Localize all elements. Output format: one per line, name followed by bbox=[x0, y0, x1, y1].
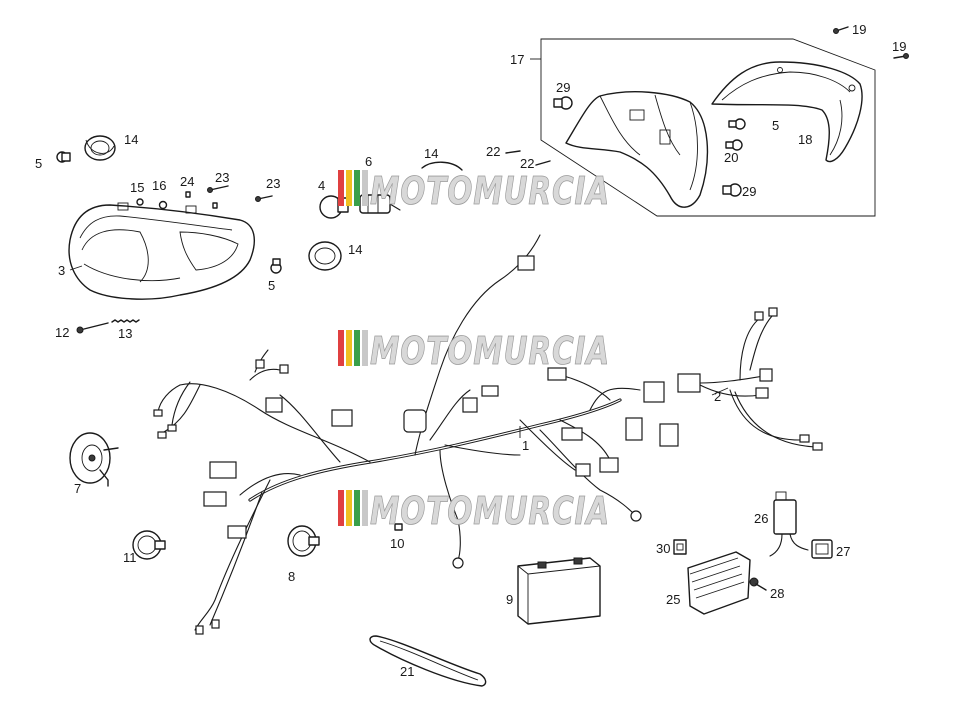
fastener-16 bbox=[158, 200, 168, 210]
fuse-10 bbox=[394, 523, 403, 531]
clamp-11 bbox=[132, 530, 166, 560]
callout-29-top: 29 bbox=[556, 80, 570, 95]
watermark-stripe bbox=[362, 490, 368, 526]
watermark-stripe bbox=[346, 170, 352, 206]
spring-13 bbox=[111, 319, 140, 323]
watermark-text: MOTOMURCIA bbox=[370, 489, 610, 533]
bulb-5-lower bbox=[270, 258, 282, 274]
bulb-holder-14-top bbox=[421, 161, 463, 171]
bulb-holder-14-left bbox=[84, 135, 116, 161]
callout-14-left: 14 bbox=[124, 132, 138, 147]
headlight-3 bbox=[68, 202, 256, 300]
bulb-holder-14-center bbox=[308, 241, 342, 271]
watermark-middle: MOTOMURCIA bbox=[338, 329, 610, 373]
screw-22-b bbox=[535, 160, 551, 166]
callout-18: 18 bbox=[798, 132, 812, 147]
callout-6: 6 bbox=[365, 154, 372, 169]
callout-25: 25 bbox=[666, 592, 680, 607]
battery-9 bbox=[517, 557, 601, 625]
callout-19-b: 19 bbox=[892, 39, 906, 54]
bulb-20 bbox=[725, 139, 743, 151]
callout-16: 16 bbox=[152, 178, 166, 193]
relay-26 bbox=[769, 491, 809, 557]
bulb-29-top bbox=[553, 96, 573, 110]
screw-19-b bbox=[893, 53, 909, 59]
screw-23-b bbox=[255, 195, 273, 202]
callout-22-a: 22 bbox=[486, 144, 500, 159]
watermark-stripe bbox=[354, 490, 360, 526]
callout-2: 2 bbox=[714, 389, 721, 404]
callout-3: 3 bbox=[58, 263, 65, 278]
watermark-stripe bbox=[346, 490, 352, 526]
callout-13: 13 bbox=[118, 326, 132, 341]
watermark-stripe bbox=[362, 170, 368, 206]
callout-7: 7 bbox=[74, 481, 81, 496]
control-unit-25 bbox=[687, 551, 751, 615]
callout-27: 27 bbox=[836, 544, 850, 559]
callout-28: 28 bbox=[770, 586, 784, 601]
main-wiring-harness-1 bbox=[153, 234, 679, 635]
callout-11: 11 bbox=[123, 550, 137, 565]
callout-1: 1 bbox=[522, 438, 529, 453]
watermark-text: MOTOMURCIA bbox=[370, 329, 610, 373]
callout-10: 10 bbox=[390, 536, 404, 551]
fastener-15 bbox=[136, 198, 144, 206]
watermark-text: MOTOMURCIA bbox=[370, 169, 610, 213]
callout-19-a: 19 bbox=[852, 22, 866, 37]
callout-8: 8 bbox=[288, 569, 295, 584]
watermark-bottom: MOTOMURCIA bbox=[338, 489, 610, 533]
callout-5-rear: 5 bbox=[772, 118, 779, 133]
watermark-stripe bbox=[346, 330, 352, 366]
callout-4: 4 bbox=[318, 178, 325, 193]
watermark-stripe bbox=[338, 490, 344, 526]
horn-7 bbox=[69, 432, 119, 487]
screw-19-a bbox=[833, 26, 849, 34]
callout-26: 26 bbox=[754, 511, 768, 526]
screw-22-a bbox=[505, 150, 521, 154]
fastener-24a bbox=[185, 191, 191, 198]
callout-5-lower: 5 bbox=[268, 278, 275, 293]
watermark-stripe bbox=[338, 170, 344, 206]
leader-lines bbox=[69, 265, 729, 438]
callout-30: 30 bbox=[656, 541, 670, 556]
callout-21: 21 bbox=[400, 664, 414, 679]
callout-14-top: 14 bbox=[424, 146, 438, 161]
watermark-stripe bbox=[354, 170, 360, 206]
watermark-top: MOTOMURCIA bbox=[338, 169, 610, 213]
screw-28 bbox=[749, 577, 767, 591]
callout-22-b: 22 bbox=[520, 156, 534, 171]
callout-29-bottom: 29 bbox=[742, 184, 756, 199]
screw-23-a bbox=[207, 185, 229, 193]
secondary-harness-2 bbox=[677, 307, 823, 451]
watermark-stripe bbox=[362, 330, 368, 366]
clamp-8 bbox=[287, 525, 320, 557]
callout-14-center: 14 bbox=[348, 242, 362, 257]
callout-17: 17 bbox=[510, 52, 524, 67]
bulb-29-bottom bbox=[722, 183, 742, 197]
callout-23-b: 23 bbox=[266, 176, 280, 191]
bulb-5-left bbox=[56, 151, 71, 163]
callout-20: 20 bbox=[724, 150, 738, 165]
watermark-stripe bbox=[338, 330, 344, 366]
strap-21 bbox=[369, 635, 487, 687]
rear-light-assembly-17 bbox=[530, 26, 909, 217]
callout-23-a: 23 bbox=[215, 170, 229, 185]
bracket-30 bbox=[673, 539, 687, 555]
callout-labels: 1 2 3 4 5 5 5 6 7 8 9 10 11 12 13 14 14 … bbox=[35, 22, 906, 679]
callout-15: 15 bbox=[130, 180, 144, 195]
watermark-stripe bbox=[354, 330, 360, 366]
fastener-24b bbox=[212, 202, 218, 209]
callout-5-left: 5 bbox=[35, 156, 42, 171]
bulb-5-rear bbox=[728, 118, 746, 130]
callout-24: 24 bbox=[180, 174, 194, 189]
connector-27 bbox=[811, 539, 833, 559]
screw-12 bbox=[76, 322, 109, 334]
callout-9: 9 bbox=[506, 592, 513, 607]
callout-12: 12 bbox=[55, 325, 69, 340]
